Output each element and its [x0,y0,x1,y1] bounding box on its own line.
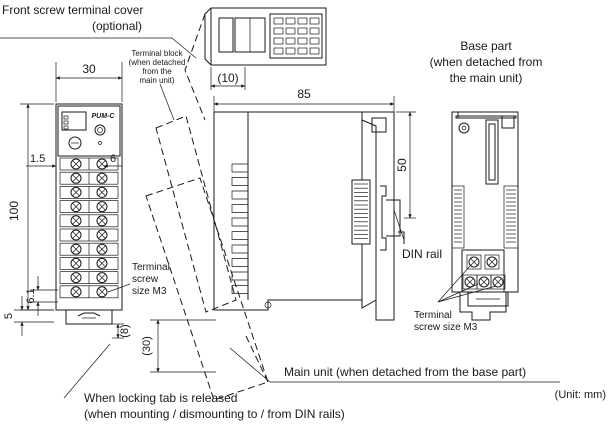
terminal-screw [70,172,82,184]
tilted-terminal-block [155,115,237,313]
terminal-block-label-1: Terminal block [131,49,183,58]
dim-85-value: 85 [297,87,311,101]
terminal-screw [70,215,82,227]
terminal-screw [70,201,82,213]
dim-5-value: 5 [3,313,15,319]
terminal-screw [96,201,108,213]
dim-8-value: (8) [119,324,131,337]
terminal-block-leader [159,83,175,121]
dim-30-value: 30 [82,62,96,76]
dim-10-value: (10) [217,71,238,85]
screw-right-label-2: screw size M3 [414,322,478,333]
terminal-block-label-4: main unit) [139,76,174,85]
screw-leader-right [437,265,471,303]
base-terminal-screw [464,276,476,288]
front-cover-label-1: Front screw terminal cover [2,3,143,17]
main-unit-label: Main unit (when detached from the base p… [284,365,526,379]
terminal-screw [70,286,82,298]
terminal-screw [96,158,108,170]
terminal-screw [96,257,108,269]
terminal-screw [96,272,108,284]
unit-label: (Unit: mm) [555,389,606,401]
terminal-block-label-2: (when detached [129,58,186,67]
terminal-screw [96,172,108,184]
dim-30-travel-value: (30) [141,336,153,356]
terminal-screw [96,229,108,241]
screw-left-label-1: Terminal [132,262,170,273]
dim-50-value: 50 [395,158,409,172]
base-part-label-2: (when detached from [430,55,543,69]
tilted-main-unit [145,177,269,401]
terminal-screw [96,215,108,227]
base-part-label-3: the main unit) [450,71,523,85]
terminal-screw [70,186,82,198]
front-cover-label-2: (optional) [92,19,142,33]
screw-left-label-2: screw [132,274,159,285]
screw-right-label-1: Terminal [414,310,452,321]
dim-100-value: 100 [7,201,21,221]
terminal-screw [70,243,82,255]
din-rail-label: DIN rail [402,247,442,261]
terminal-screw [96,243,108,255]
din-rail-leader [393,209,405,241]
base-terminal-screw [478,276,490,288]
screw-left-label-3: size M3 [132,286,167,297]
dim-6-value: 6 [110,153,116,165]
base-terminal-screw [486,256,498,268]
cover-swing-path [184,13,206,121]
terminal-block-label-3: from the [142,67,172,76]
terminal-screw [70,158,82,170]
front-screw-terminal-cover [204,7,327,66]
side-view-main-unit [213,111,405,321]
terminal-screw [70,257,82,269]
dim-6-1-value: 6.1 [25,288,37,303]
terminal-screw [96,286,108,298]
terminal-screw [70,272,82,284]
brand-label: PUM-C [92,113,116,120]
base-part-view [451,111,519,321]
base-terminal-screw [492,276,504,288]
base-part-label-1: Base part [460,39,512,53]
locking-tab-label-2: (when mounting / dismounting to / from D… [84,407,345,421]
terminal-screw [70,229,82,241]
dim-1-5-value: 1.5 [30,153,45,165]
base-terminal-screw [468,256,480,268]
terminal-screw [96,186,108,198]
locking-tab-leader [63,343,111,399]
front-view [55,62,123,325]
locking-tab-label-1: When locking tab is released [84,391,237,405]
screw-leader-left [107,283,131,293]
